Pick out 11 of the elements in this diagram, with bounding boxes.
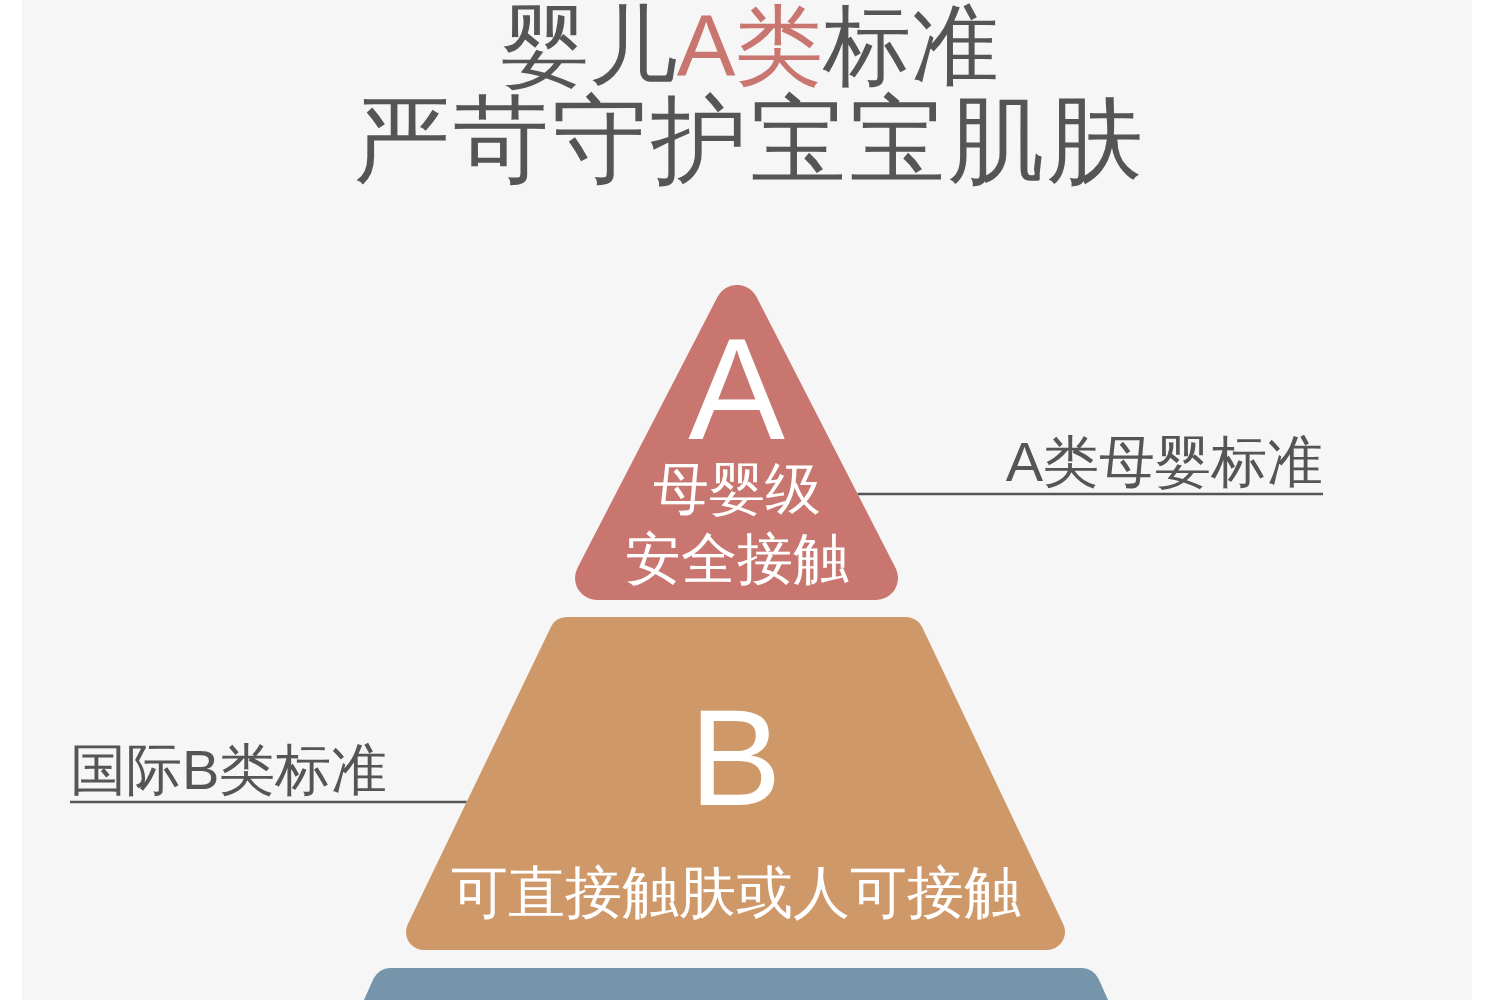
- standard-label: A类母婴标准: [1005, 434, 1323, 490]
- tier-caption: 可直接触肤或人可接触: [450, 864, 1021, 921]
- tier-caption: 安全接触: [624, 531, 849, 587]
- leader-line: [70, 800, 467, 804]
- tier-caption: 母婴级: [652, 461, 821, 517]
- page-title: 婴儿A类标准: [500, 2, 1000, 90]
- leader-line: [857, 492, 1323, 496]
- page-subtitle: 严苛守护宝宝肌肤: [354, 92, 1146, 188]
- tier-letter: B: [689, 688, 782, 826]
- standard-label: 国际B类标准: [70, 742, 388, 798]
- tier-letter: A: [688, 317, 785, 462]
